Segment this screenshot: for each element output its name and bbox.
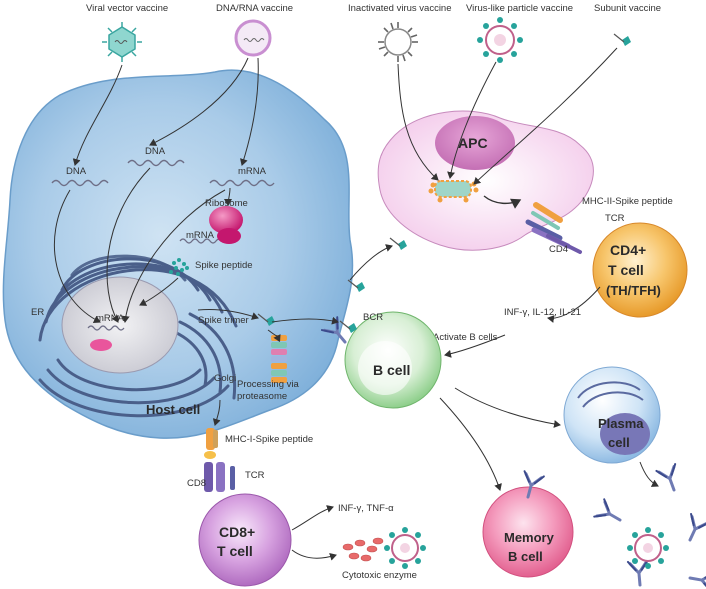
apc-antigen-cluster — [428, 180, 479, 203]
mrna-strand-top — [209, 179, 275, 187]
dna-rna-vaccine-icon — [234, 19, 272, 57]
bcr-label: BCR — [363, 312, 383, 323]
endoplasmic-reticulum — [38, 254, 238, 418]
tcr-cd8-label: TCR — [245, 470, 265, 481]
cd4-cell-line2: T cell — [608, 262, 644, 278]
cytotoxic-label: Cytotoxic enzyme — [342, 570, 417, 581]
cd4-cell-line3: (TH/TFH) — [606, 283, 661, 298]
vlp-vaccine-label: Virus-like particle vaccine — [466, 3, 573, 14]
dna-strand-mid — [127, 159, 185, 167]
activate-b-label: Activate B cells — [433, 332, 498, 343]
cytotoxic-enzyme-icon — [342, 537, 384, 562]
proteasome-icon — [271, 335, 287, 383]
spike-peptide-icon — [169, 258, 189, 276]
cd8-cell-line2: T cell — [217, 543, 253, 559]
b-cell — [344, 311, 442, 409]
mrna-ribosome-label: mRNA — [186, 230, 215, 241]
secreted-spike-1 — [389, 237, 408, 251]
flow-arrows — [53, 47, 659, 561]
er-label: ER — [31, 307, 44, 318]
memory-cell-line2: B cell — [508, 549, 543, 564]
ribosome-icon — [209, 206, 243, 244]
nucleolus — [90, 339, 112, 351]
virus-like-particle-icon — [477, 17, 523, 63]
apc-cell — [377, 110, 594, 251]
plasma-cell — [563, 366, 661, 464]
mrna-strand-nucleus — [87, 325, 125, 331]
cd4-label: CD4 — [549, 244, 568, 255]
tcr-cd8-complex — [204, 462, 235, 492]
cd8-label: CD8 — [187, 478, 206, 489]
mrna-strand-ribosome — [179, 238, 223, 244]
plasma-cell-line2: cell — [608, 435, 630, 450]
cd8-t-cell — [198, 493, 292, 587]
cd4-t-cell — [592, 222, 688, 318]
golgi-label: Golgi — [214, 373, 236, 384]
spike-trimer-label: Spike trimer — [198, 315, 249, 326]
dna-left-label: DNA — [66, 166, 87, 177]
mhc1-label: MHC-I-Spike peptide — [225, 434, 313, 445]
memory-cell-line1: Memory — [504, 530, 555, 545]
ribosome-label: Ribosome — [205, 198, 248, 209]
host-cell-title: Host cell — [146, 402, 200, 417]
tcr-cd4-label: TCR — [605, 213, 625, 224]
viral-vector-icon — [102, 22, 142, 62]
subunit-vaccine-icon — [613, 33, 632, 47]
nucleus — [61, 276, 179, 374]
cd4-cytokines-label: INF-γ, IL-12, IL-21 — [504, 307, 581, 318]
mhc2-label: MHC-II-Spike peptide — [582, 196, 673, 207]
spike-peptide-label: Spike peptide — [195, 260, 253, 271]
cd8-cytokines-label: INF-γ, TNF-α — [338, 503, 394, 514]
mrna-nucleus-label: mRNA — [96, 313, 125, 324]
cd4-cell-line1: CD4+ — [610, 242, 646, 258]
neutralized-virus-icon — [627, 527, 669, 569]
apc-title: APC — [458, 135, 488, 151]
dna-strand-left — [51, 179, 109, 187]
target-virus-icon — [384, 527, 426, 569]
plasma-cell-line1: Plasma — [598, 416, 644, 431]
dna-mid-label: DNA — [145, 146, 166, 157]
mhc2-tcr-complex — [525, 202, 582, 254]
inactivated-virus-icon — [378, 22, 418, 62]
memory-b-cell — [482, 486, 574, 578]
dna-rna-vaccine-label: DNA/RNA vaccine — [216, 3, 293, 14]
processing-label-2: proteasome — [237, 391, 287, 402]
cd8-cell-line1: CD8+ — [219, 524, 255, 540]
subunit-vaccine-label: Subunit vaccine — [594, 3, 661, 14]
viral-vector-label: Viral vector vaccine — [86, 3, 168, 14]
mhc1-complex — [204, 428, 218, 459]
antibody-group — [592, 462, 706, 589]
inactivated-vaccine-label: Inactivated virus vaccine — [348, 3, 452, 14]
mrna-top-label: mRNA — [238, 166, 267, 177]
b-cell-title: B cell — [373, 362, 410, 378]
processing-label-1: Processing via — [237, 379, 299, 390]
